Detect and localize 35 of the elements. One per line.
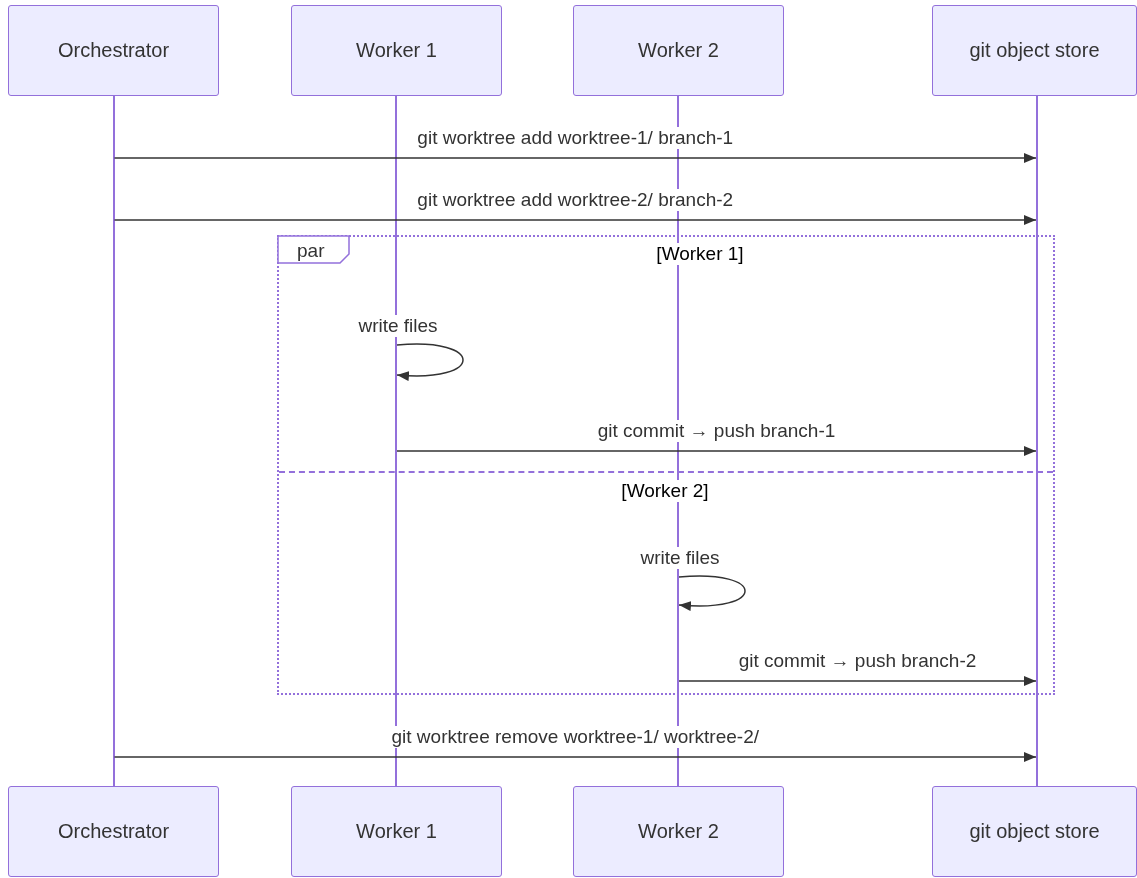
participant-box (932, 5, 1137, 96)
self-message-arrow (396, 343, 464, 381)
fragment-label: par (296, 240, 326, 262)
message-label: git worktree add worktree-1/ branch-1 (415, 127, 736, 149)
message-label: git worktree add worktree-2/ branch-2 (415, 189, 736, 211)
participant-name: git object store (969, 39, 1100, 62)
self-message-arrow (678, 575, 746, 611)
participant-name: git object store (969, 820, 1100, 843)
message-label: git worktree remove worktree-1/ worktree-2/ (389, 726, 761, 748)
message-label: git commit → push branch-1 (595, 420, 838, 442)
message-arrow (113, 153, 1037, 163)
participant-box (573, 786, 784, 877)
lifeline (1036, 96, 1038, 786)
participant-box (291, 5, 502, 96)
lifeline (112, 96, 115, 786)
message-label: write files (638, 547, 722, 569)
lifeline (395, 96, 397, 786)
participant-box (932, 786, 1137, 877)
participant-name: Orchestrator (57, 39, 170, 62)
participant-box (8, 786, 219, 877)
fragment-condition: [Worker 2] (619, 480, 711, 502)
participant-name: Worker 1 (356, 39, 437, 62)
message-arrow (396, 446, 1037, 456)
message-arrow (113, 752, 1037, 762)
participant-name: Worker 2 (638, 820, 719, 843)
fragment-condition: [Worker 1] (654, 243, 746, 265)
participant-box (8, 5, 219, 96)
message-arrow (678, 676, 1037, 686)
participant-name: Orchestrator (57, 820, 170, 843)
participant-box (291, 786, 502, 877)
participant-box (573, 5, 784, 96)
participant-name: Worker 2 (638, 39, 719, 62)
participant-name: Worker 1 (356, 820, 437, 843)
message-label: write files (356, 315, 440, 337)
message-arrow (113, 215, 1037, 225)
